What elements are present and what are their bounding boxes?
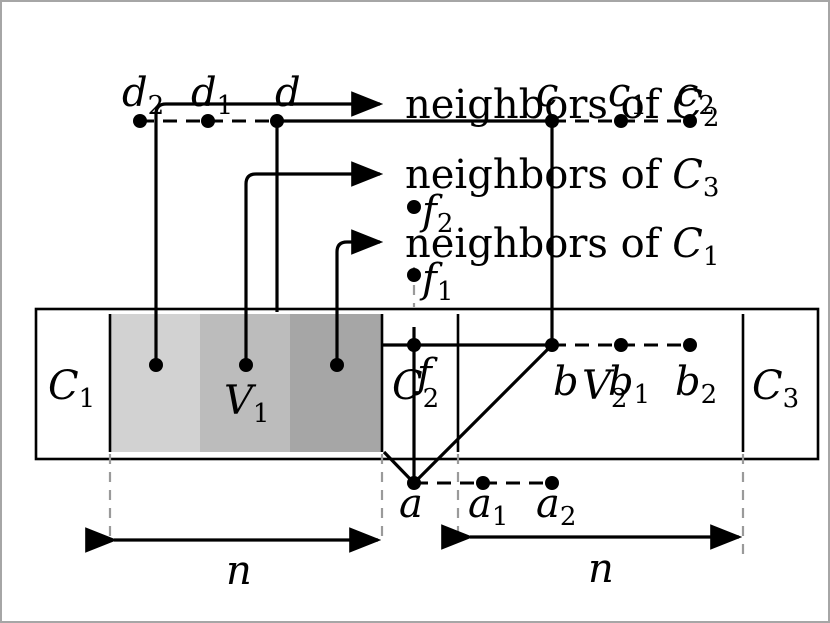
node-a1	[476, 476, 490, 490]
label-C2: C2	[392, 363, 439, 414]
node-a	[407, 476, 421, 490]
label-a2: a2	[536, 481, 576, 532]
node-v1-mid	[239, 358, 253, 372]
node-b2	[683, 338, 697, 352]
label-d2: d2	[122, 70, 164, 121]
label-V2: V2	[582, 363, 627, 414]
label-d: d	[275, 70, 301, 116]
node-d	[270, 114, 284, 128]
neighbors-c2-label: neighbors of C2	[405, 82, 719, 133]
label-C3: C3	[752, 363, 799, 414]
neighbors-c1-label: neighbors of C1	[405, 221, 719, 272]
label-d1: d1	[191, 70, 233, 121]
arrow-to-neighbors-c1	[335, 229, 384, 365]
node-c	[545, 114, 559, 128]
node-b1	[614, 338, 628, 352]
label-c: c	[536, 70, 558, 116]
label-b1: b1	[608, 359, 650, 410]
label-n-left: n	[226, 548, 252, 594]
edge-a-b	[412, 343, 554, 485]
label-c2: c2	[676, 70, 715, 121]
node-f1	[407, 268, 421, 282]
label-a: a	[399, 481, 423, 527]
node-d2	[133, 114, 147, 128]
label-n-right: n	[588, 546, 614, 592]
node-v1-right	[330, 358, 344, 372]
node-b	[545, 338, 559, 352]
label-c1: c1	[608, 70, 647, 121]
node-d1	[201, 114, 215, 128]
node-a2	[545, 476, 559, 490]
node-c2	[683, 114, 697, 128]
edge-d-c	[275, 119, 552, 312]
arrow-to-neighbors-c3	[244, 161, 384, 365]
node-c1	[614, 114, 628, 128]
label-b2: b2	[675, 359, 717, 410]
label-C1: C1	[48, 363, 95, 414]
cycle-band-box	[34, 307, 820, 461]
arrow-to-neighbors-c2	[154, 91, 384, 365]
label-V1: V1	[224, 378, 269, 429]
neighbors-c3-label: neighbors of C3	[405, 152, 719, 203]
node-f2	[407, 200, 421, 214]
label-b: b	[553, 359, 579, 405]
label-a1: a1	[468, 481, 508, 532]
edge-corner-a	[382, 450, 416, 485]
node-f	[407, 338, 421, 352]
node-v1-left	[149, 358, 163, 372]
